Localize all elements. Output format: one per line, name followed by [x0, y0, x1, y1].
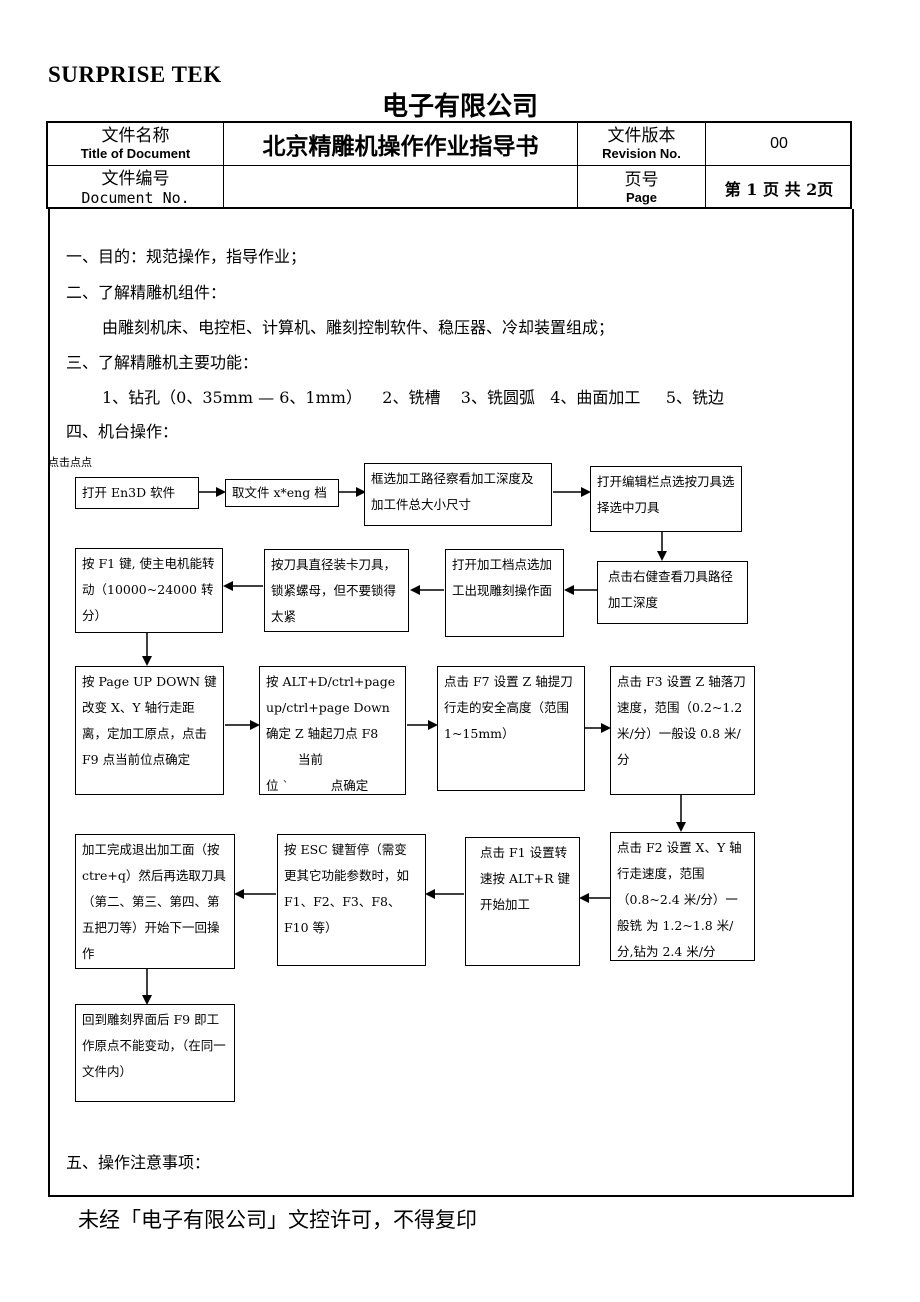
content-frame	[48, 209, 854, 1197]
flow-step-z-speed: 点击 F3 设置 Z 轴落刀速度，范围（0.2~1.2 米/分）一般设 0.8 …	[610, 666, 755, 795]
section-components: 二、了解精雕机组件：	[66, 283, 227, 302]
flow-step-set-z: 按 ALT+D/ctrl+page up/ctrl+page Down 确定 Z…	[259, 666, 406, 795]
flow-step-pause: 按 ESC 键暂停（需变更其它功能参数时，如 F1、F2、F3、F8、F10 等…	[277, 834, 426, 966]
flow-step-open-software: 打开 En3D 软件	[75, 477, 199, 509]
flow-step-set-z-text-c: 位 `	[266, 778, 289, 793]
flow-step-safe-height: 点击 F7 设置 Z 轴提刀行走的安全高度（范围 1~15mm）	[437, 666, 585, 791]
title-label-zh: 文件名称	[101, 126, 170, 146]
docno-label: 文件编号 Document No.	[48, 166, 223, 209]
document-header-table: 文件名称 Title of Document 北京精雕机操作作业指导书 文件版本…	[46, 121, 852, 209]
docno-label-en: Document No.	[81, 188, 190, 207]
flow-step-set-z-text-b: 当前	[298, 752, 324, 767]
section-operation: 四、机台操作：	[66, 422, 179, 441]
revision-label-zh: 文件版本	[607, 126, 676, 146]
brand-name: SURPRISE TEK	[48, 62, 222, 87]
section-components-body: 由雕刻机床、电控柜、计算机、雕刻控制软件、稳压器、冷却装置组成；	[102, 318, 615, 337]
page-label: 页号 Page	[578, 166, 705, 209]
revision-cell: 00	[706, 123, 852, 165]
document-title-cell: 北京精雕机操作作业指导书	[224, 123, 577, 165]
flow-step-xy-speed: 点击 F2 设置 X、Y 轴行走速度，范围（0.8~2.4 米/分）一般铣 为 …	[610, 832, 755, 961]
revision-label: 文件版本 Revision No.	[578, 123, 705, 165]
company-name: 电子有限公司	[381, 92, 538, 122]
flow-note: 点击点点	[48, 456, 92, 469]
footer-notice: 未经「电子有限公司」文控许可，不得复印	[78, 1208, 477, 1232]
flow-step-start-spindle: 按 F1 键, 使主电机能转动（10000~24000 转分）	[75, 548, 223, 633]
revision-label-en: Revision No.	[602, 146, 681, 161]
title-label-en: Title of Document	[80, 146, 191, 161]
flow-step-set-z-text: 按 ALT+D/ctrl+page up/ctrl+page Down 确定 Z…	[266, 674, 396, 741]
flow-step-mount-tool: 按刀具直径装卡刀具，锁紧螺母，但不要锁得太紧	[264, 549, 409, 632]
flow-step-next-operation: 加工完成退出加工面（按 ctre+q）然后再选取刀具（第二、第三、第四、第五把刀…	[75, 834, 235, 969]
page-value: 第 1 页 共 2页	[724, 179, 834, 199]
section-purpose: 一、目的：规范操作，指导作业；	[66, 247, 307, 266]
flow-step-select-tool: 打开编辑栏点选按刀具选择选中刀具	[590, 466, 742, 532]
revision-value: 00	[770, 135, 788, 152]
flow-step-return-origin: 回到雕刻界面后 F9 即工作原点不能变动，（在同一文件内）	[75, 1004, 235, 1102]
docno-label-zh: 文件编号	[101, 168, 170, 189]
page-label-en: Page	[625, 189, 658, 205]
flow-step-check-path: 点击右健查看刀具路径加工深度	[597, 561, 748, 624]
page-label-zh: 页号	[624, 169, 659, 190]
flow-step-start-machining: 点击 F1 设置转速按 ALT+R 键开始加工	[465, 837, 580, 966]
flow-step-set-origin: 按 Page UP DOWN 键改变 X、Y 轴行走距离，定加工原点，点击 F9…	[75, 666, 224, 795]
flow-step-set-z-text-d: 点确定	[330, 778, 369, 793]
flow-step-open-file: 取文件 x*eng 档	[225, 479, 339, 507]
title-label: 文件名称 Title of Document	[48, 123, 223, 165]
flow-step-select-path: 框选加工路径察看加工深度及加工件总大小尺寸	[364, 463, 552, 526]
section-notes: 五、操作注意事项：	[66, 1153, 211, 1172]
document-title: 北京精雕机操作作业指导书	[262, 133, 539, 160]
flow-step-open-machining: 打开加工档点选加工出现雕刻操作面	[445, 549, 564, 637]
section-functions-body: 1、钻孔（0、35mm — 6、1mm） 2、铣槽 3、铣圆弧 4、曲面加工 5…	[102, 388, 725, 407]
section-functions: 三、了解精雕机主要功能：	[66, 353, 259, 372]
page-cell: 第 1 页 共 2页	[706, 166, 852, 209]
